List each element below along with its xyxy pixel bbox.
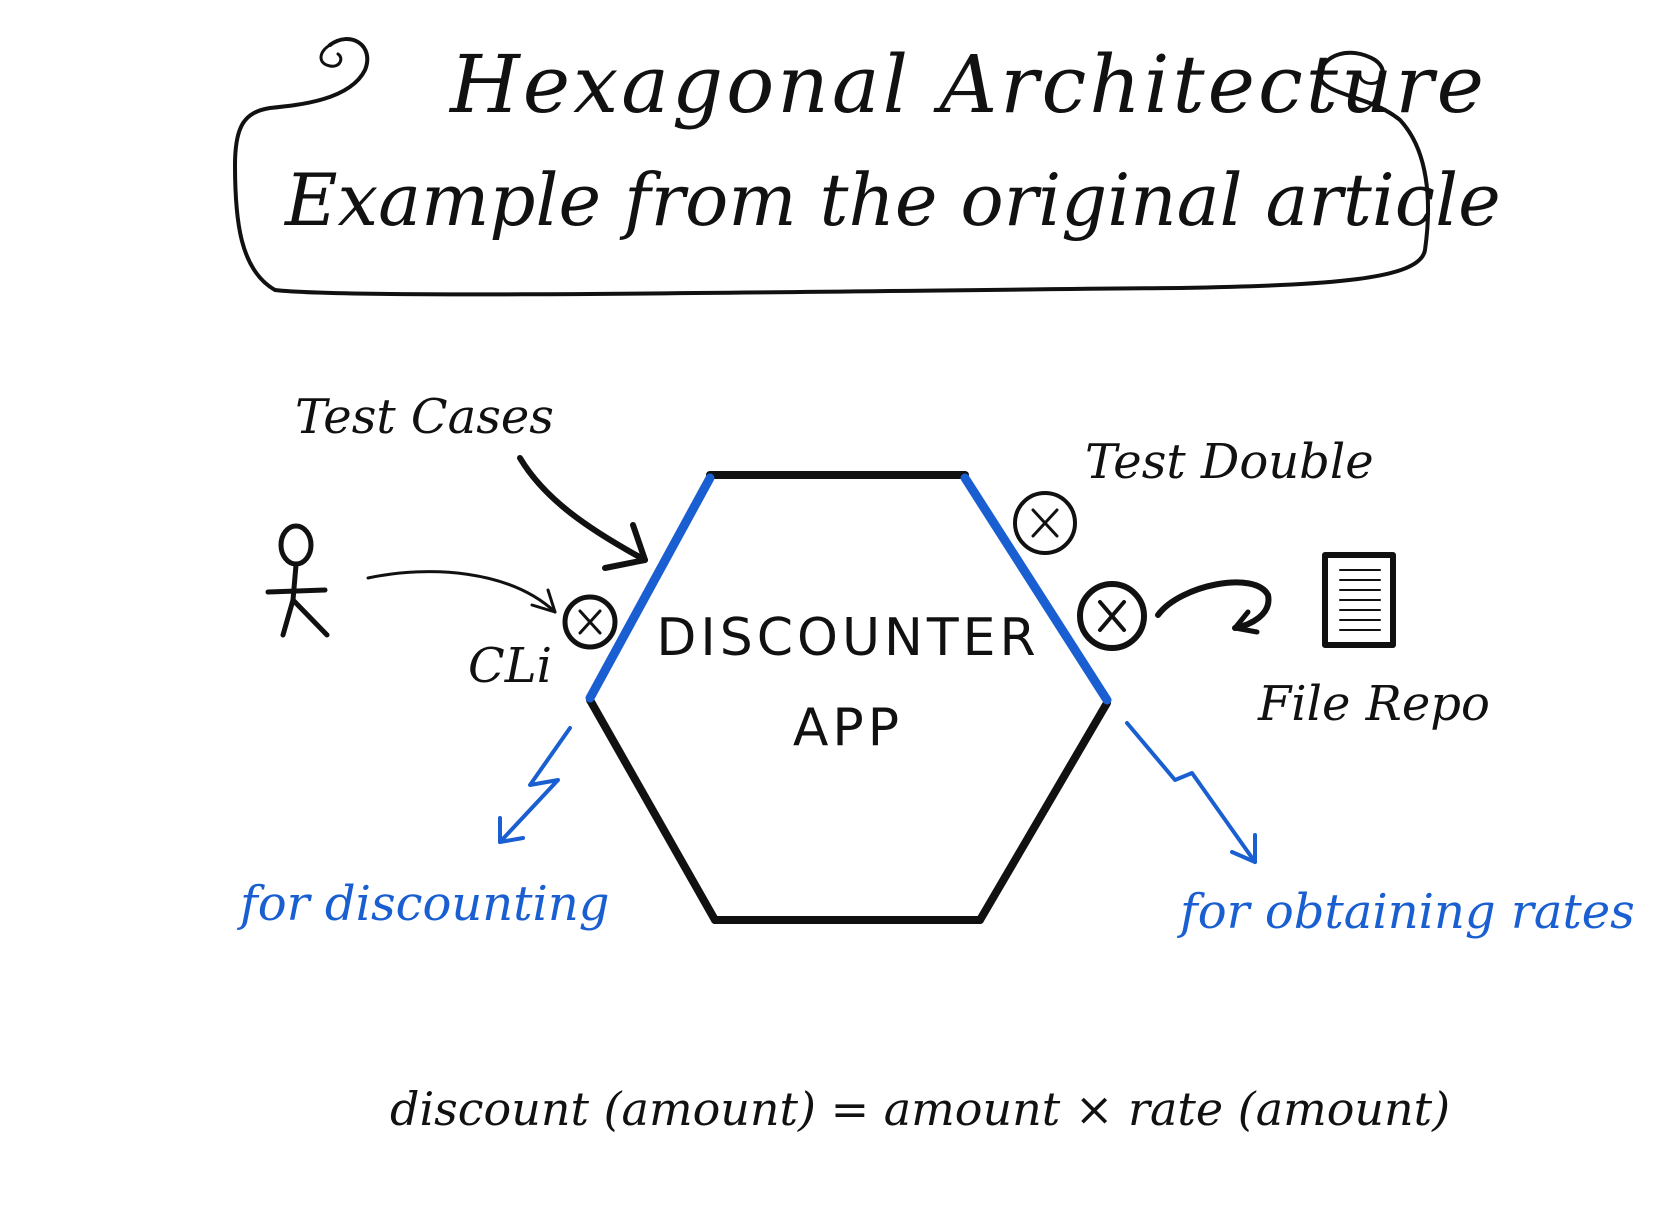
left-port-arrow — [498, 726, 572, 844]
banner-curl-right — [1358, 70, 1380, 86]
banner-outline — [233, 37, 1430, 297]
hexagon: DISCOUNTER APP — [585, 471, 1112, 924]
test-cases-arrow — [517, 455, 648, 571]
hexagon-label-line-1: DISCOUNTER — [656, 608, 1039, 668]
title-banner: Hexagonal Architecture Example from the … — [233, 37, 1501, 297]
cli-label: CLi — [468, 638, 552, 694]
banner-curl-left — [319, 43, 343, 68]
port-edge-right — [960, 473, 1112, 705]
cli-adapter-x-icon — [562, 594, 618, 650]
file-repo-arrow — [1155, 579, 1272, 635]
file-repo-adapter-x-icon — [1077, 581, 1147, 651]
test-double-adapter-x-icon — [1013, 491, 1077, 555]
actor-to-cli-arrow — [366, 570, 557, 614]
hexagon-edge-bottom-right — [976, 699, 1111, 924]
left-port-label: for discounting — [237, 876, 609, 932]
test-cases-label: Test Cases — [295, 389, 554, 445]
hexagon-edge-bottom-left — [586, 696, 719, 924]
hexagon-label-line-2: APP — [793, 698, 903, 758]
document-icon — [1322, 552, 1396, 648]
stick-figure-icon — [265, 523, 330, 638]
file-repo-label: File Repo — [1257, 676, 1490, 732]
port-edge-left — [585, 473, 715, 703]
title-line-1: Hexagonal Architecture — [448, 38, 1487, 131]
right-port-label: for obtaining rates — [1177, 884, 1635, 940]
title-line-2: Example from the original article — [283, 158, 1501, 242]
right-port-arrow — [1125, 721, 1257, 864]
formula: discount (amount) = amount × rate (amoun… — [390, 1082, 1450, 1136]
test-double-label: Test Double — [1085, 434, 1374, 490]
